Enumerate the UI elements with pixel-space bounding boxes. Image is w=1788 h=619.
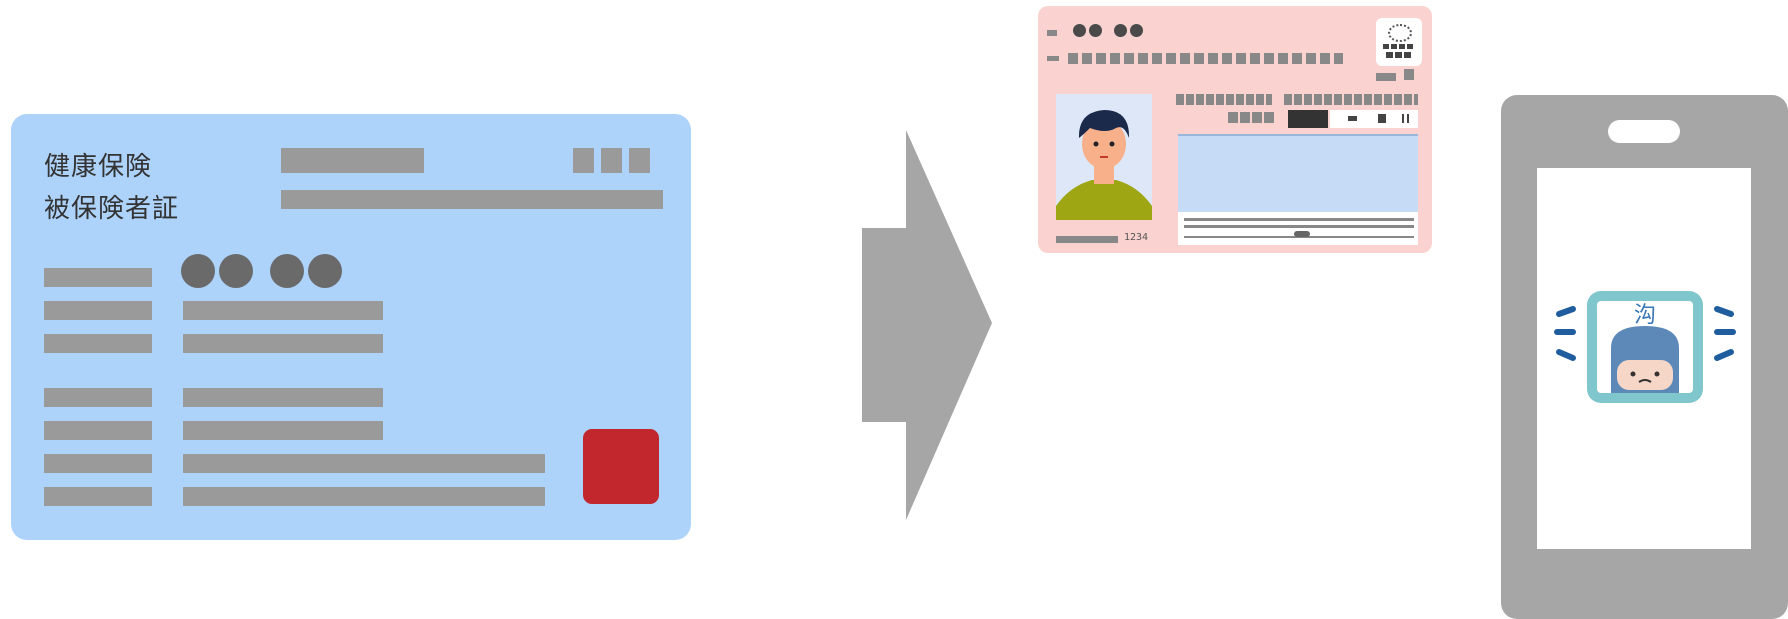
field-value bbox=[183, 454, 545, 473]
address-label bbox=[1047, 56, 1059, 61]
emblem-icon bbox=[1376, 18, 1422, 66]
name-dot bbox=[1073, 24, 1086, 37]
name-dot bbox=[270, 254, 304, 288]
card-symbol-line bbox=[281, 190, 663, 209]
field-label bbox=[44, 454, 152, 473]
dob-line bbox=[1176, 94, 1272, 105]
name-dot bbox=[1114, 24, 1127, 37]
address-line bbox=[1068, 53, 1343, 64]
app-mascot-icon: 沟 bbox=[1551, 288, 1739, 406]
dob-line bbox=[1284, 94, 1418, 105]
remarks-field bbox=[1178, 212, 1418, 245]
phone-screen: 沟 bbox=[1537, 168, 1751, 549]
card-code-box bbox=[601, 148, 622, 173]
portrait-icon bbox=[1056, 94, 1152, 220]
card-number-label: 1234 bbox=[1124, 232, 1148, 243]
name-dot bbox=[219, 254, 253, 288]
field-value bbox=[183, 487, 545, 506]
card-title-line1: 健康保険 bbox=[44, 146, 152, 183]
name-dot bbox=[1130, 24, 1143, 37]
right-arrow-icon bbox=[862, 130, 992, 520]
card-code-box bbox=[573, 148, 594, 173]
card-code-box bbox=[629, 148, 650, 173]
name-dot bbox=[181, 254, 215, 288]
field-label bbox=[44, 487, 152, 506]
card-title-line2: 被保険者証 bbox=[44, 188, 179, 225]
header-label bbox=[1047, 30, 1057, 36]
field-label bbox=[44, 301, 152, 320]
field-value bbox=[183, 388, 383, 407]
sex-value bbox=[1404, 69, 1414, 80]
name-dot bbox=[308, 254, 342, 288]
field-label bbox=[44, 268, 152, 287]
photo-frame bbox=[1056, 94, 1152, 220]
my-number-card: 1234 bbox=[1038, 6, 1432, 253]
validity-label bbox=[1228, 112, 1276, 123]
validity-block bbox=[1288, 110, 1328, 128]
sex-label bbox=[1376, 73, 1396, 81]
field-label bbox=[44, 388, 152, 407]
field-value bbox=[183, 421, 383, 440]
field-value bbox=[183, 334, 383, 353]
address-field bbox=[1178, 134, 1418, 214]
field-value bbox=[183, 301, 383, 320]
smartphone: 沟 bbox=[1501, 95, 1788, 619]
validity-values bbox=[1330, 110, 1418, 128]
ic-chip bbox=[583, 429, 659, 504]
health-insurance-card: 健康保険 被保険者証 bbox=[11, 114, 691, 540]
expiry-line bbox=[1056, 236, 1118, 243]
card-number-block bbox=[281, 148, 424, 173]
phone-speaker bbox=[1608, 120, 1680, 143]
name-dot bbox=[1089, 24, 1102, 37]
field-label bbox=[44, 421, 152, 440]
field-label bbox=[44, 334, 152, 353]
app-glyph: 沟 bbox=[1634, 303, 1656, 328]
